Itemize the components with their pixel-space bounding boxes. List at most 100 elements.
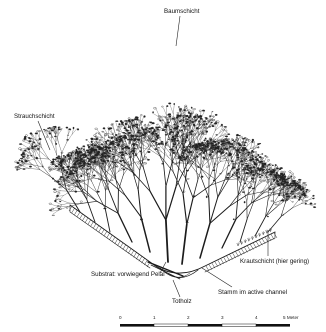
- ground-hatch-line: [206, 266, 209, 271]
- branch: [70, 186, 76, 188]
- leaf-dot: [158, 131, 159, 132]
- branch: [218, 155, 222, 165]
- branch: [241, 180, 252, 191]
- leaf-dot: [186, 170, 189, 171]
- leaf-dot: [190, 113, 192, 115]
- leaf-dot: [130, 157, 131, 159]
- leaf-dot: [305, 184, 307, 186]
- branch: [200, 223, 210, 258]
- leaf-dot: [89, 168, 91, 169]
- label-krautschicht: Krautschicht (hier gering): [240, 258, 309, 265]
- leaf-dot: [121, 154, 124, 156]
- leaf-dot: [280, 173, 283, 175]
- leaf-dot: [125, 133, 127, 134]
- branch: [152, 113, 160, 117]
- leaf-dot: [113, 143, 114, 145]
- leaf-dot: [47, 128, 49, 129]
- leaf-dot: [252, 188, 255, 189]
- leaf-dot: [126, 129, 128, 130]
- leaf-dot: [182, 134, 185, 135]
- branch: [92, 181, 97, 192]
- leaf-dot: [77, 147, 79, 148]
- leaf-dot: [128, 147, 131, 148]
- leaf-dot: [286, 200, 288, 201]
- leaf-dot: [238, 143, 240, 144]
- leaf-dot: [281, 200, 284, 202]
- branch: [194, 159, 201, 166]
- leaf-dot: [21, 154, 23, 156]
- leaf-dot: [134, 139, 136, 141]
- leaf-dot: [178, 142, 179, 144]
- leaf-dot: [89, 164, 91, 165]
- leaf-dot: [275, 164, 277, 165]
- leaf-dot: [123, 169, 125, 170]
- branch: [251, 175, 252, 181]
- branch: [209, 168, 213, 180]
- leaf-dot: [271, 200, 274, 202]
- leaf-dot: [110, 180, 113, 181]
- ground-hatch-line: [107, 233, 110, 238]
- branch: [80, 184, 87, 199]
- leaf-dot: [221, 141, 223, 143]
- ground-hatch-line: [101, 229, 104, 234]
- leaf-dot: [141, 127, 143, 128]
- leaf-dot: [172, 132, 173, 133]
- leaf-dot: [197, 131, 198, 133]
- leaf-dot: [185, 123, 187, 124]
- scale-segment-2: [154, 324, 188, 327]
- leaf-dot: [226, 147, 229, 148]
- leaf-dot: [23, 169, 26, 170]
- leaf-dot: [55, 199, 57, 200]
- leaf-dot: [313, 195, 315, 196]
- branch: [118, 167, 123, 172]
- ground-hatch-line: [244, 247, 247, 252]
- leaf-dot: [168, 133, 170, 134]
- leaf-dot: [172, 136, 174, 138]
- leaf-dot: [58, 127, 60, 129]
- leaf-dot: [190, 133, 192, 135]
- ground-hatch-line: [112, 237, 115, 242]
- leaf-dot: [281, 171, 283, 173]
- leaf-dot: [91, 144, 92, 146]
- leaf-dot: [306, 191, 308, 193]
- leaf-dot: [310, 203, 312, 205]
- leaf-dot: [168, 114, 171, 116]
- leaf-dot: [261, 175, 263, 176]
- leaf-dot: [38, 131, 41, 132]
- leaf-dot: [204, 139, 206, 140]
- leaf-dot: [51, 137, 53, 138]
- leaf-dot: [306, 196, 308, 198]
- leaf-dot: [72, 190, 74, 192]
- herb-tuft: [258, 233, 261, 237]
- leaf-dot: [67, 155, 70, 156]
- branch: [50, 166, 54, 169]
- leaf-dot: [80, 175, 82, 177]
- leaf-dot: [156, 127, 159, 128]
- leaf-dot: [105, 149, 106, 151]
- leaf-dot: [299, 186, 302, 187]
- leaf-dot: [172, 150, 175, 151]
- leaf-dot: [210, 147, 212, 148]
- leaf-dot: [113, 156, 115, 157]
- leaf-dot: [142, 129, 143, 130]
- leaf-dot: [246, 172, 248, 174]
- branch: [97, 193, 105, 209]
- leaf-dot: [181, 135, 183, 136]
- leaf-dot: [27, 157, 29, 158]
- leaf-dot: [71, 153, 73, 155]
- label-strauchschicht: Strauchschicht: [14, 113, 55, 120]
- ground-hatch-line: [221, 259, 224, 264]
- leaf-dot: [191, 121, 193, 122]
- leaf-dot: [169, 132, 171, 133]
- leaf-dot: [144, 157, 146, 158]
- ground-hatch-line: [136, 254, 139, 259]
- leaf-dot: [203, 124, 206, 125]
- leaf-dot: [259, 177, 262, 178]
- branch: [240, 219, 247, 242]
- leaf-dot: [189, 146, 191, 147]
- leaf-dot: [283, 171, 286, 172]
- branch: [113, 125, 115, 133]
- leaf-dot: [183, 157, 184, 158]
- leaf-dot: [103, 128, 105, 130]
- branch: [236, 195, 238, 219]
